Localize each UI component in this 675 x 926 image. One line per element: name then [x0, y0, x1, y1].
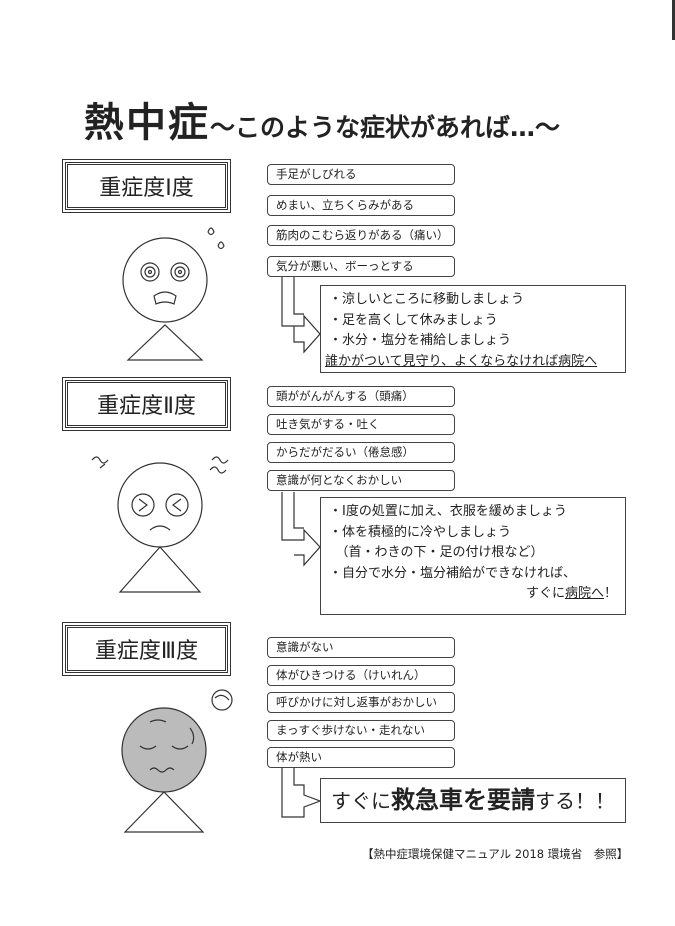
- level-1-label: 重症度Ⅰ度: [62, 159, 231, 213]
- arrow-icon: [281, 768, 322, 818]
- page-edge: [672, 0, 675, 40]
- action-item: （首・わきの下・足の付け根など）: [329, 545, 544, 560]
- page-title: 熱中症～このような症状があれば…～: [84, 90, 560, 148]
- action-item: ・足を高くして休みましょう: [329, 312, 498, 328]
- level-3-label: 重症度Ⅲ度: [62, 622, 231, 676]
- symptom-item: 手足がしびれる: [267, 164, 455, 185]
- face-level3-icon: [121, 689, 233, 833]
- action-item: ・自分で水分・塩分補給ができなければ、: [329, 565, 577, 581]
- note-hospital: 病院へ: [564, 586, 604, 601]
- arrow-icon: [281, 277, 321, 354]
- action-note: すぐに病院へ！: [329, 584, 617, 605]
- symptom-item: 筋肉のこむら返りがある（痛い）: [267, 225, 455, 246]
- action-item: ・涼しいところに移動しましょう: [329, 292, 525, 307]
- symptom-item: からだがだるい（倦怠感）: [267, 442, 455, 463]
- note-suffix: ！: [603, 586, 617, 601]
- action-item: ・体を積極的に冷やしましょう: [329, 524, 512, 540]
- symptom-item: 意識が何となくおかしい: [267, 470, 455, 491]
- call-post: する！！: [535, 789, 615, 813]
- action-item: ・Ⅰ度の処置に加え、衣服を緩めましょう: [329, 504, 567, 519]
- action-note: 誰かがついて見守り、よくならなければ病院へ: [325, 353, 598, 369]
- level-2-actions: ・Ⅰ度の処置に加え、衣服を緩めましょう ・体を積極的に冷やしましょう （首・わき…: [320, 497, 626, 615]
- symptom-item: 気分が悪い、ボーっとする: [267, 256, 455, 277]
- arrow-icon: [281, 492, 321, 567]
- title-sub: ～このような症状があれば…～: [210, 113, 561, 142]
- symptom-item: 吐き気がする・吐く: [267, 414, 455, 435]
- level-1-actions: ・涼しいところに移動しましょう ・足を高くして休みましょう ・水分・塩分を補給し…: [320, 285, 626, 373]
- action-item: ・水分・塩分を補給しましょう: [329, 333, 512, 348]
- symptom-item: 頭ががんがんする（頭痛）: [267, 386, 455, 407]
- title-main: 熱中症: [84, 100, 210, 146]
- level-2-label: 重症度Ⅱ度: [62, 377, 231, 431]
- note-prefix: すぐに: [525, 586, 565, 601]
- symptom-item: めまい、立ちくらみがある: [267, 195, 455, 216]
- call-strong: 救急車を要請: [391, 786, 535, 814]
- call-pre: すぐに: [331, 789, 391, 813]
- symptom-item: 呼びかけに対し返事がおかしい: [267, 692, 455, 713]
- face-level1-icon: [122, 227, 225, 361]
- face-level2-icon: [91, 456, 229, 593]
- call-ambulance-box: すぐに救急車を要請する！！: [320, 778, 626, 823]
- symptom-item: 体が熱い: [267, 747, 455, 768]
- symptom-item: 意識がない: [267, 637, 455, 658]
- symptom-item: まっすぐ歩けない・走れない: [267, 720, 455, 741]
- symptom-item: 体がひきつける（けいれん）: [267, 665, 455, 686]
- footer-reference: 【熱中症環境保健マニュアル 2018 環境省 参照】: [362, 847, 629, 861]
